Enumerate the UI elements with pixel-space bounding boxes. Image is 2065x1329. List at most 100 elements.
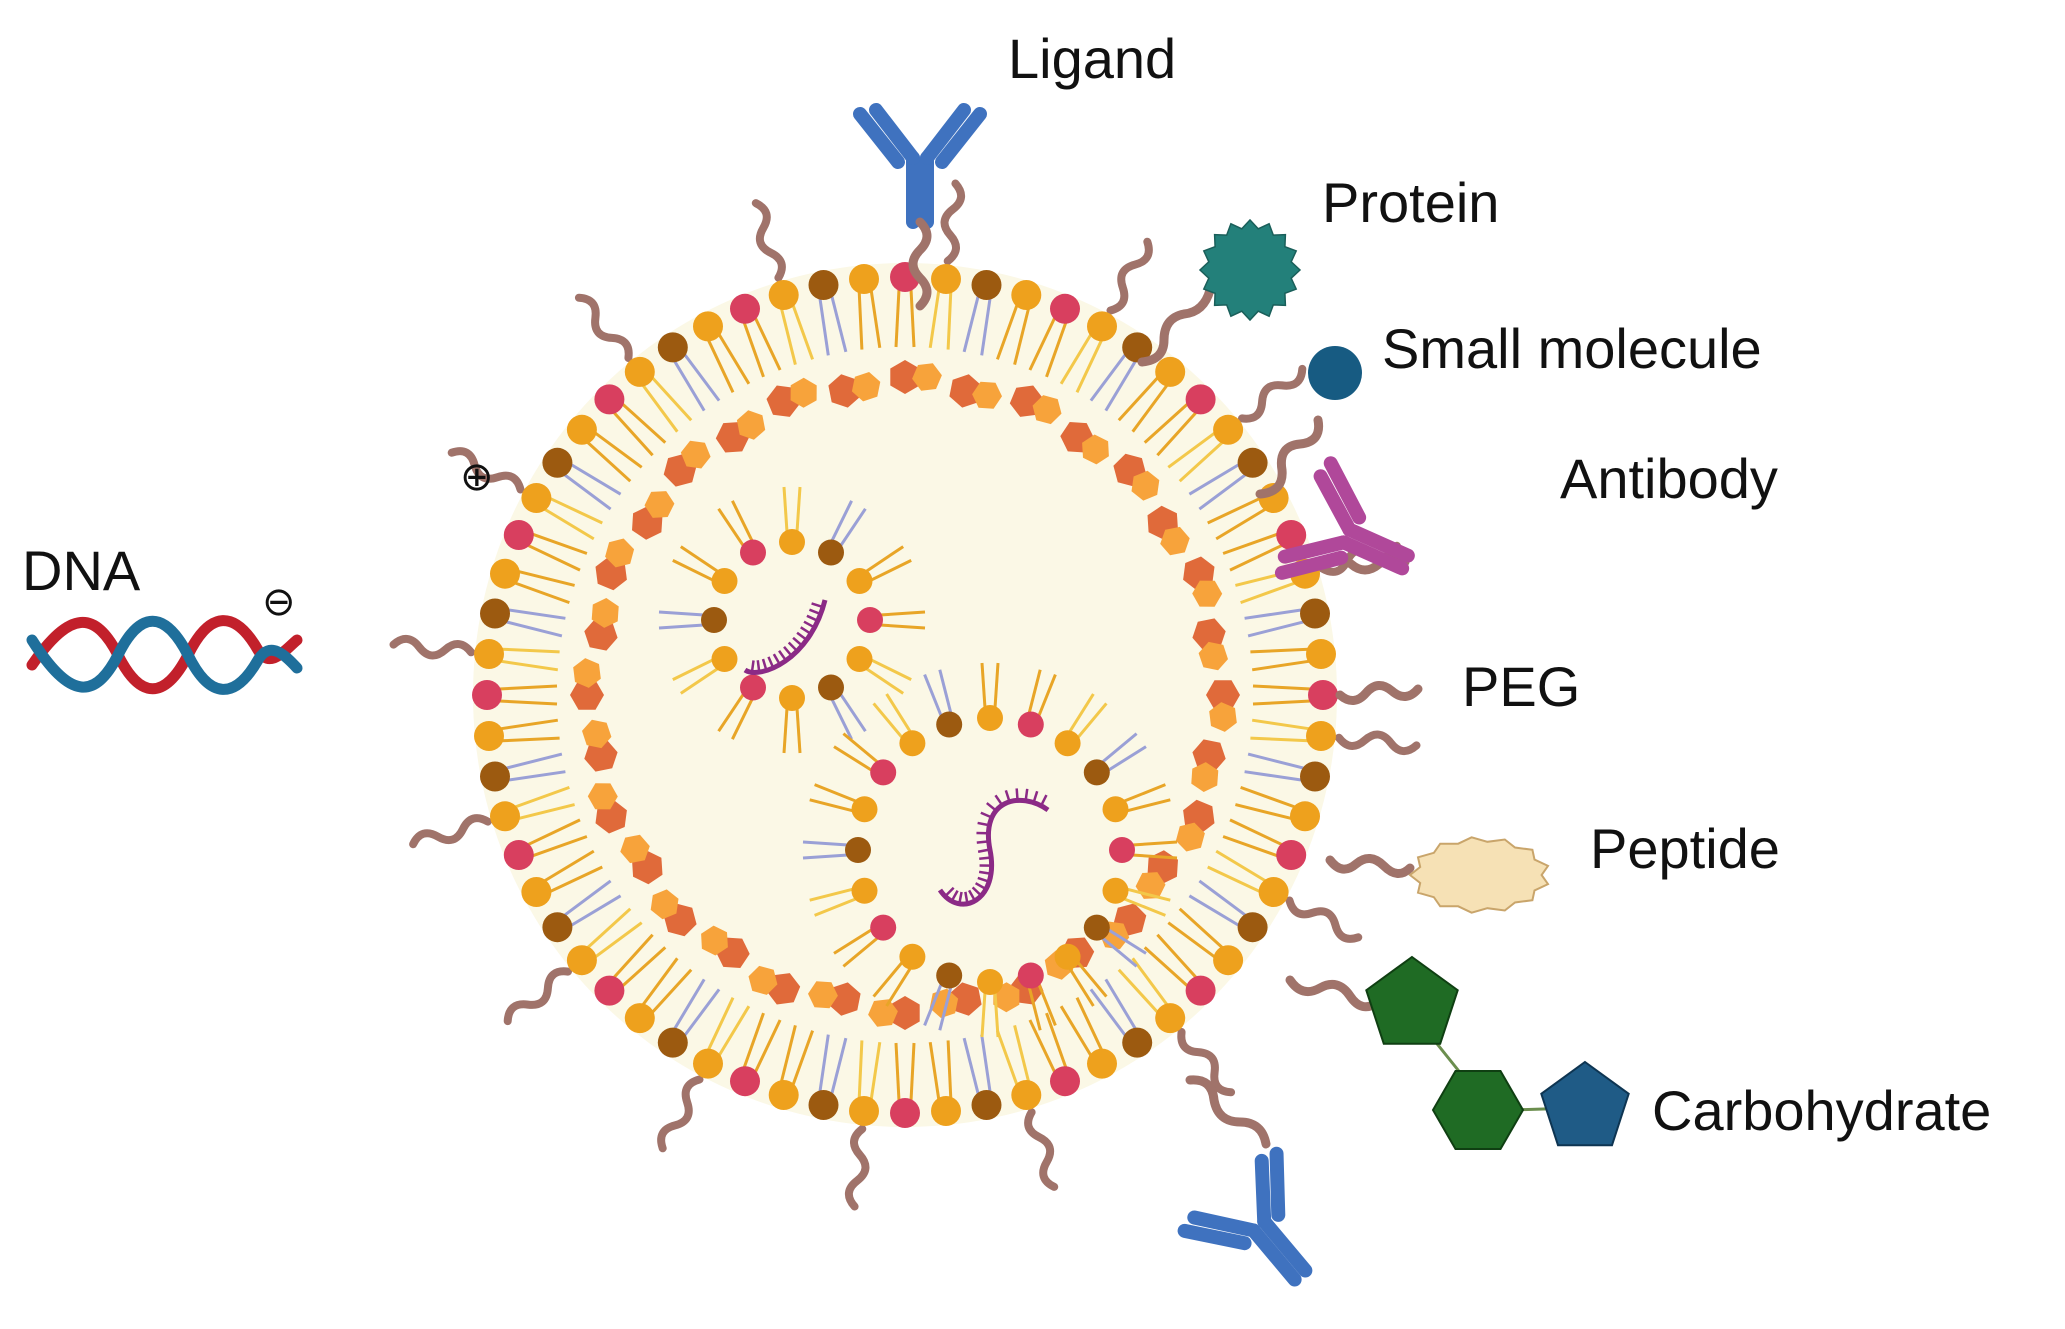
- lipid-tail: [1222, 532, 1279, 555]
- lipid-head: [1050, 293, 1080, 324]
- lipid-head: [1011, 1080, 1042, 1110]
- protein-icon: [1198, 218, 1302, 322]
- lipid-head: [657, 332, 688, 363]
- cholesterol-ring: [1206, 680, 1240, 710]
- lipid-tail: [1045, 321, 1068, 378]
- dna-label: DNA: [22, 539, 141, 602]
- lipid-head: [472, 680, 502, 710]
- peg-chain: [1106, 237, 1153, 315]
- rna-base: [1015, 788, 1019, 801]
- lipid-tail: [1089, 353, 1127, 402]
- cholesterol-ring: [701, 925, 728, 956]
- lipid-tail: [1198, 473, 1247, 511]
- micelle-tail: [679, 545, 720, 573]
- micelle-tail: [809, 887, 854, 902]
- lipid-head: [890, 1098, 920, 1128]
- peptide-icon: [1408, 836, 1550, 914]
- micelle-tail: [872, 960, 904, 998]
- lipid-tail: [791, 304, 815, 360]
- cholesterol-ring: [1198, 641, 1228, 671]
- mrna-bases-2: [944, 788, 1048, 905]
- lipid-tail: [650, 376, 693, 422]
- micelle-tail: [1037, 674, 1057, 718]
- lipid-tail: [980, 1034, 992, 1093]
- lipid-tail: [909, 288, 916, 348]
- rna-base: [767, 656, 775, 669]
- cholesterol-ring: [949, 374, 982, 408]
- rna-base: [787, 641, 799, 652]
- rna-base: [1039, 794, 1048, 807]
- micelle-head: [899, 730, 926, 757]
- lipid-head: [1258, 877, 1289, 907]
- lipid-tail: [549, 865, 603, 894]
- peg-chain-free: [1335, 681, 1423, 705]
- cholesterol-ring: [868, 999, 898, 1027]
- lipid-tail: [857, 291, 864, 350]
- cholesterol-ring: [890, 996, 920, 1030]
- cholesterol-ring: [1082, 434, 1109, 465]
- micelle-tail: [731, 500, 754, 542]
- lipid-tail: [1251, 718, 1310, 731]
- cholesterol-ring: [890, 360, 920, 394]
- lipid-head: [1213, 945, 1244, 976]
- lipid-head: [624, 1003, 655, 1034]
- micelle-tail: [872, 702, 904, 740]
- rna-base: [971, 886, 983, 897]
- lipid-head: [1308, 680, 1338, 710]
- lipid-tail: [1240, 581, 1296, 605]
- lipid-head: [1122, 1027, 1153, 1058]
- ligand-label: Ligand: [1008, 27, 1176, 90]
- micelle-tail: [1100, 732, 1138, 764]
- lipid-head: [474, 721, 504, 751]
- rna-base: [811, 602, 824, 609]
- rna-base: [800, 626, 812, 635]
- lipid-tail: [1143, 946, 1189, 988]
- lipid-tail: [563, 473, 612, 511]
- cholesterol-ring: [1209, 702, 1237, 732]
- lipid-tail: [621, 946, 667, 988]
- micelle-head: [899, 943, 926, 970]
- lipid-head: [1276, 840, 1307, 870]
- rna-base: [977, 848, 991, 854]
- micelle-tail: [672, 559, 714, 582]
- lipid-tail: [1089, 988, 1127, 1037]
- lipid-tail: [946, 1040, 953, 1099]
- lipid-tail: [1104, 360, 1137, 412]
- lipid-tail: [1075, 339, 1104, 393]
- lipid-tail: [706, 997, 735, 1051]
- micelle-tail: [1122, 897, 1166, 917]
- lipid-tail: [673, 978, 706, 1030]
- peg-chain: [1238, 364, 1307, 423]
- lipid-head: [1306, 639, 1336, 669]
- micelle-tail: [658, 623, 705, 630]
- lipid-head: [1300, 761, 1330, 792]
- rna-base: [750, 660, 755, 673]
- rna-base: [986, 802, 997, 812]
- lipid-tail: [1252, 684, 1312, 691]
- rna-base: [980, 811, 993, 819]
- lipid-head: [1276, 520, 1307, 550]
- lipid-tail: [531, 835, 588, 858]
- lipid-tail: [507, 608, 566, 620]
- micelle-tail: [1037, 982, 1057, 1026]
- lipid-tail: [1215, 507, 1267, 541]
- micelle-tail: [839, 692, 867, 733]
- micelle-head: [1054, 730, 1081, 757]
- lipid-tails: [498, 288, 1312, 1102]
- micelle-head: [1054, 943, 1081, 970]
- cholesterol-molecules: [570, 360, 1240, 1030]
- peg-chain: [503, 967, 572, 1026]
- micelle-tail: [814, 897, 858, 917]
- small-molecule-label: Small molecule: [1382, 317, 1762, 380]
- peptide-label: Peptide: [1590, 817, 1780, 880]
- lipid-tail: [1244, 770, 1303, 782]
- lipid-head: [474, 639, 504, 669]
- micelle-tail: [1131, 853, 1178, 860]
- cholesterol-ring: [790, 377, 817, 408]
- micelle-tail: [658, 610, 705, 617]
- lipid-head: [1185, 975, 1216, 1006]
- lipid-tail: [570, 894, 622, 927]
- rna-base: [977, 876, 990, 883]
- inner-micelle-2: [802, 662, 1178, 1038]
- lipid-tail: [1117, 968, 1160, 1014]
